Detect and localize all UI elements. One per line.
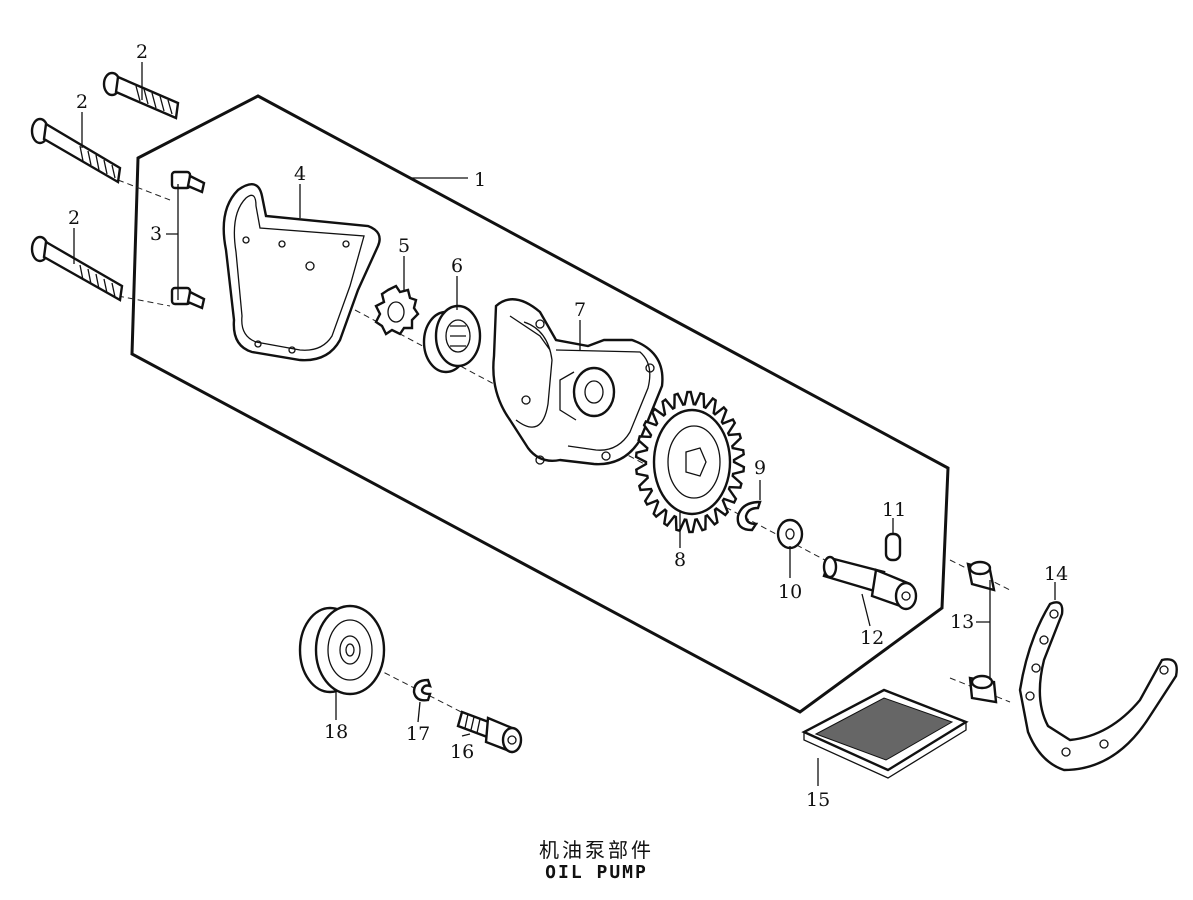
pin (884, 532, 902, 562)
caption-english: OIL PUMP (545, 862, 648, 883)
bolt-lower (30, 235, 124, 302)
callout-10: 10 (778, 581, 802, 603)
callout-11: 11 (882, 499, 906, 521)
pump-body (492, 298, 664, 466)
callout-14: 14 (1044, 563, 1068, 585)
callout-15: 15 (806, 789, 830, 811)
dowel-lower (968, 674, 998, 704)
callout-4: 4 (294, 163, 306, 185)
bolt-middle (30, 117, 122, 184)
plug-bolt (456, 710, 523, 754)
callout-5: 5 (398, 235, 410, 257)
callout-9: 9 (754, 457, 766, 479)
small-bolt-lower (170, 286, 206, 310)
callout-12: 12 (860, 627, 884, 649)
bolt-top (102, 71, 180, 120)
outer-rotor (422, 304, 482, 374)
callout-3: 3 (150, 223, 162, 245)
callout-6: 6 (451, 255, 463, 277)
callout-8: 8 (674, 549, 686, 571)
callout-1: 1 (474, 169, 486, 191)
leader-lines (73, 62, 1056, 786)
diagram-caption: 机油泵部件 OIL PUMP (0, 838, 1193, 884)
gasket (1018, 601, 1178, 772)
pump-shaft (822, 555, 918, 611)
assembly-boundary (130, 94, 950, 714)
small-bolt-upper (170, 170, 206, 194)
callout-13: 13 (950, 611, 974, 633)
callout-7: 7 (574, 299, 586, 321)
rotor-pulley (298, 604, 386, 696)
callout-2-top: 2 (136, 41, 148, 63)
washer (776, 518, 804, 550)
caption-chinese: 机油泵部件 (539, 838, 654, 862)
callout-2-lower: 2 (68, 207, 80, 229)
oil-strainer (801, 688, 969, 779)
inner-rotor (374, 284, 420, 336)
circlip (736, 500, 762, 532)
pump-cover-plate (222, 183, 381, 362)
callout-17: 17 (406, 723, 430, 745)
dowel-upper (966, 560, 996, 592)
callout-16: 16 (450, 741, 474, 763)
small-circlip (412, 678, 432, 702)
driven-gear (634, 390, 746, 534)
callout-2-middle: 2 (76, 91, 88, 113)
callout-18: 18 (324, 721, 348, 743)
